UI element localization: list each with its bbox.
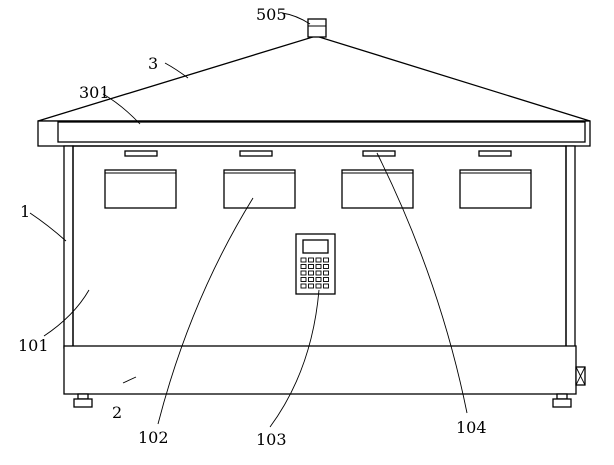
vent: [478, 150, 512, 157]
keypad-key: [308, 257, 314, 263]
label-1: 1: [20, 202, 30, 221]
roof-band: [57, 121, 586, 143]
vent: [124, 150, 158, 157]
window: [104, 169, 177, 209]
label-3: 3: [148, 54, 158, 73]
label-102: 102: [138, 428, 169, 447]
keypad-key: [300, 264, 307, 269]
roof-cap: [307, 18, 327, 38]
keypad-keys: [300, 257, 329, 289]
label-101: 101: [18, 336, 49, 355]
keypad-key: [308, 277, 314, 282]
keypad-key: [300, 277, 307, 282]
base: [63, 345, 577, 395]
window: [341, 169, 414, 209]
keypad-key: [315, 283, 322, 289]
keypad-key: [323, 264, 329, 269]
keypad-key: [315, 264, 322, 269]
label-301: 301: [79, 83, 110, 102]
keypad-key: [308, 283, 314, 289]
left-post: [63, 145, 74, 349]
windows: [104, 169, 532, 209]
keypad-key: [315, 270, 322, 276]
foot-right-pad: [552, 398, 572, 408]
keypad-key: [323, 270, 329, 276]
keypad-key: [300, 283, 307, 289]
keypad-key: [323, 283, 329, 289]
keypad-display: [302, 239, 329, 254]
foot-left: [77, 393, 89, 400]
keypad-key: [300, 257, 307, 263]
window: [223, 169, 296, 209]
vents: [124, 150, 512, 157]
label-104: 104: [456, 418, 487, 437]
leader-lines: [29, 12, 468, 428]
keypad-key: [315, 277, 322, 282]
keypad-key: [323, 257, 329, 263]
label-505: 505: [256, 5, 287, 24]
keypad-key: [308, 264, 314, 269]
right-post: [565, 145, 576, 349]
roof-outline: [37, 35, 591, 122]
keypad-key: [323, 277, 329, 282]
keypad: [295, 233, 336, 295]
foot-left-pad: [73, 398, 93, 408]
window: [459, 169, 532, 209]
label-103: 103: [256, 430, 287, 449]
vent: [362, 150, 396, 157]
keypad-key: [315, 257, 322, 263]
keypad-key: [308, 270, 314, 276]
foot-right: [556, 393, 568, 400]
label-2: 2: [112, 403, 122, 422]
vent: [239, 150, 273, 157]
keypad-key: [300, 270, 307, 276]
side-valve: [575, 366, 586, 386]
